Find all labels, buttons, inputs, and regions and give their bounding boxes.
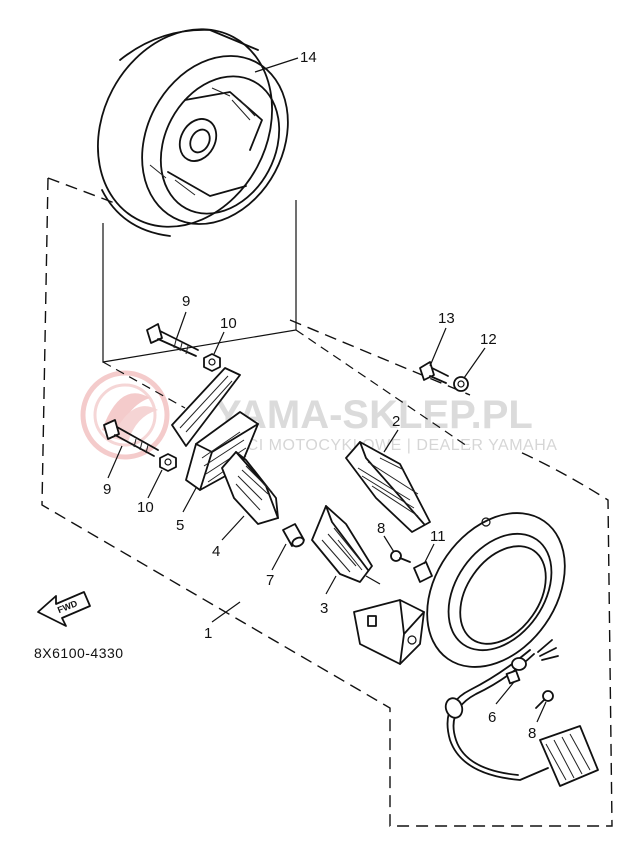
callout-8-upper: 8: [377, 520, 385, 537]
watermark-title: YAMA-SKLEP.PL: [215, 393, 533, 437]
part-3-charging-coil: [311, 505, 381, 585]
callout-9-upper: 9: [182, 293, 190, 310]
part-14-washer: [453, 376, 469, 392]
part-10-nut-upper: [203, 353, 221, 372]
part-4-coil: [221, 451, 279, 525]
leader-lines: [107, 57, 547, 723]
part-9-bolt-lower: [103, 419, 159, 457]
callout-4: 4: [212, 543, 220, 560]
part-11-screw: [413, 561, 433, 583]
gasket-plate: [171, 367, 241, 447]
assembly-boundary: [41, 177, 613, 827]
front-direction-arrow: FWD: [37, 591, 91, 627]
callout-11: 11: [430, 528, 446, 545]
callout-12: 14: [300, 49, 317, 66]
callout-10-upper: 10: [220, 315, 237, 332]
part-6-wire-harness: [444, 639, 599, 787]
diagram-part-number: 8X6100-4330: [34, 645, 124, 661]
callout-labels: 14 9 10 9 10 5 4 7 3 2 8 11 13 12 6 8 1: [103, 49, 536, 742]
part-7-collar: [282, 523, 305, 548]
part-8-screw-upper: [390, 550, 411, 563]
watermark: YAMA-SKLEP.PL CZĘŚCI MOTOCYKLOWE | DEALE…: [80, 370, 557, 460]
part-8-screw-lower: [535, 690, 554, 709]
callout-10-lower: 10: [137, 499, 154, 516]
part-5-pickup-coil: [185, 411, 259, 491]
rotor-mount-plate: [102, 200, 297, 363]
callout-1: 1: [204, 625, 212, 642]
callout-5: 5: [176, 517, 184, 534]
watermark-logo-icon: [80, 370, 170, 460]
callout-14: 12: [480, 331, 497, 348]
part-1-stator-base: [353, 512, 566, 668]
part-2-source-coil: [345, 441, 431, 533]
part-9-bolt-upper: [146, 323, 199, 357]
callout-8-lower: 8: [528, 725, 536, 742]
callout-2: 2: [392, 413, 400, 430]
callout-13: 13: [438, 310, 455, 327]
callout-6: 6: [488, 709, 496, 726]
assembly-boundary-top: [47, 177, 471, 396]
part-10-nut-lower: [159, 453, 177, 472]
callout-3: 3: [320, 600, 328, 617]
callout-7: 7: [266, 572, 274, 589]
part-13-bolt: [419, 361, 449, 384]
callout-9-lower: 9: [103, 481, 111, 498]
part-12-rotor: [97, 28, 289, 237]
rotor-guide-line: [102, 329, 471, 449]
watermark-subtitle: CZĘŚCI MOTOCYKLOWE | DEALER YAMAHA: [202, 435, 557, 454]
